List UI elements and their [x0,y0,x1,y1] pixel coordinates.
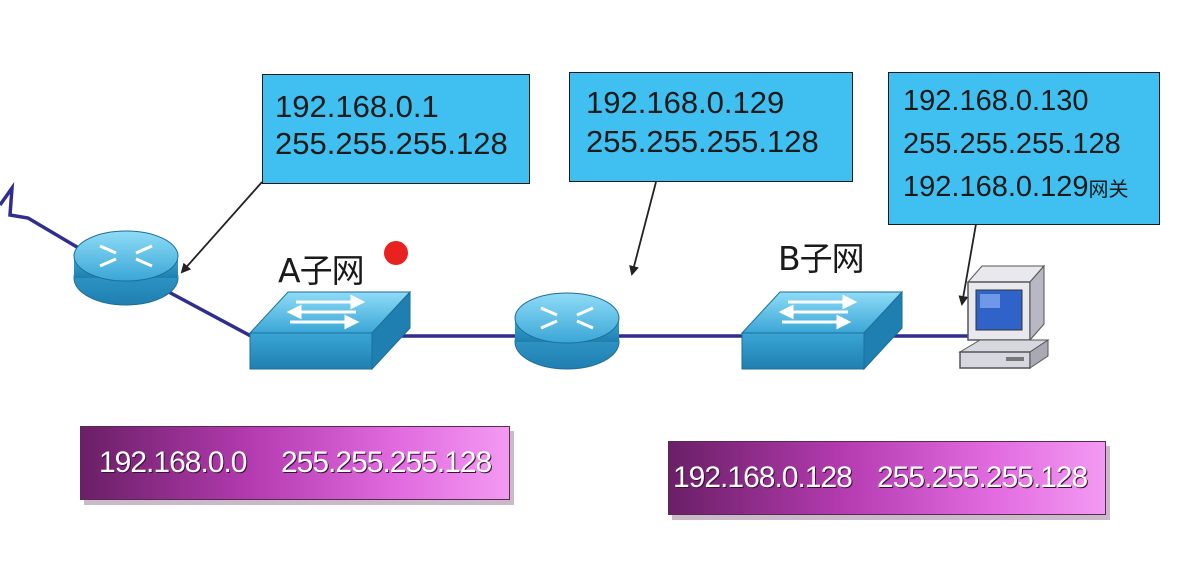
subnet-b-label: B子网 [778,239,865,278]
router-arrows-icon [540,306,594,330]
host-gateway-ip: 192.168.0.129 [903,171,1089,203]
host-gateway: 192.168.0.129网关 [903,173,1159,202]
subnet-a-mask: 255.255.255.128 [281,446,492,479]
subnet-b-network-bar: 192.168.0.128 255.255.255.128 [668,441,1106,515]
host-info-box: 192.168.0.130 255.255.255.128 192.168.0.… [888,72,1160,225]
switch-a[interactable] [248,290,412,371]
subnet-b-mask: 255.255.255.128 [877,461,1088,494]
wan-link [0,181,83,252]
subnet-b-network: 192.168.0.128 [673,461,853,494]
callout-arrow-host [958,223,977,306]
router-2[interactable] [514,292,620,370]
host-ip: 192.168.0.130 [903,85,1089,117]
host-computer-icon[interactable] [958,264,1050,369]
switch-arrows-icon [778,294,858,330]
subnet-a-label: A子网 [278,251,365,290]
router2-ip: 192.168.0.129 [586,85,785,120]
switch-arrows-icon [286,294,366,330]
router2-info-box: 192.168.0.129 255.255.255.128 [569,72,853,182]
callout-arrow-router1 [180,181,263,274]
router1-ip: 192.168.0.1 [275,89,439,124]
router1-info-box: 192.168.0.1 255.255.255.128 [262,74,530,184]
callout-arrow-router2 [629,181,657,276]
gateway-suffix: 网关 [1088,177,1129,201]
subnet-a-network: 192.168.0.0 [99,446,247,479]
subnet-a-network-bar: 192.168.0.0 255.255.255.128 [80,426,510,500]
link-router1-switch-a [164,288,263,344]
router-1[interactable] [73,230,179,306]
router-arrows-icon [99,244,153,268]
switch-b[interactable] [740,290,904,371]
host-mask: 255.255.255.128 [903,128,1121,160]
router1-mask: 255.255.255.128 [275,126,508,161]
router2-mask: 255.255.255.128 [586,124,819,159]
pointer-marker [384,241,408,265]
